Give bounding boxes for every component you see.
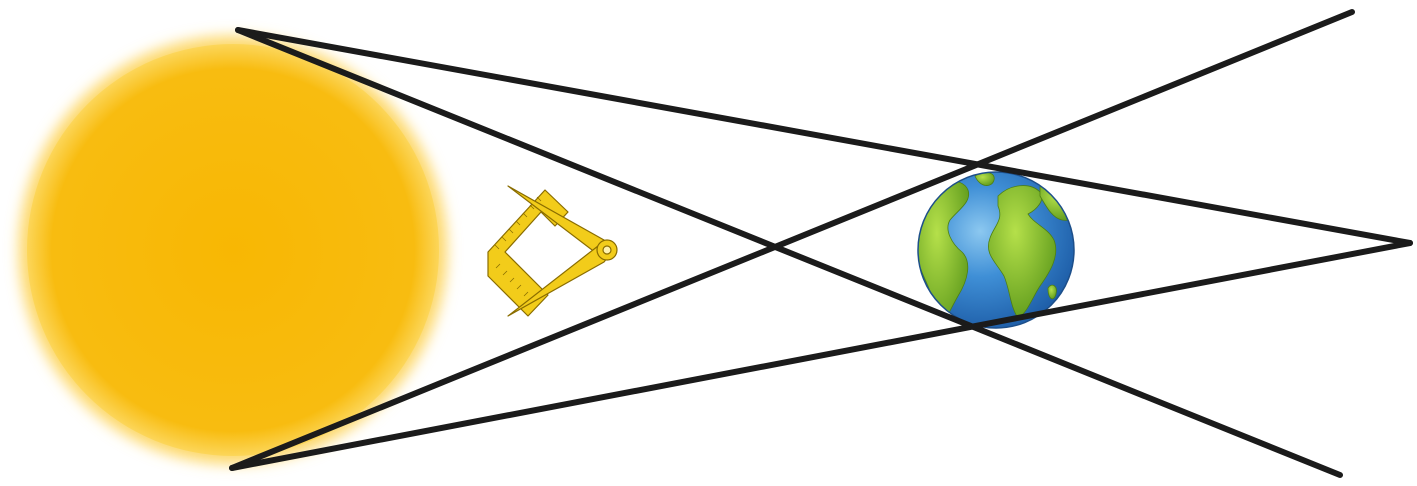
sun-icon (19, 36, 447, 464)
square-and-compasses-icon (488, 186, 617, 316)
earth-globe-icon (916, 172, 1081, 330)
